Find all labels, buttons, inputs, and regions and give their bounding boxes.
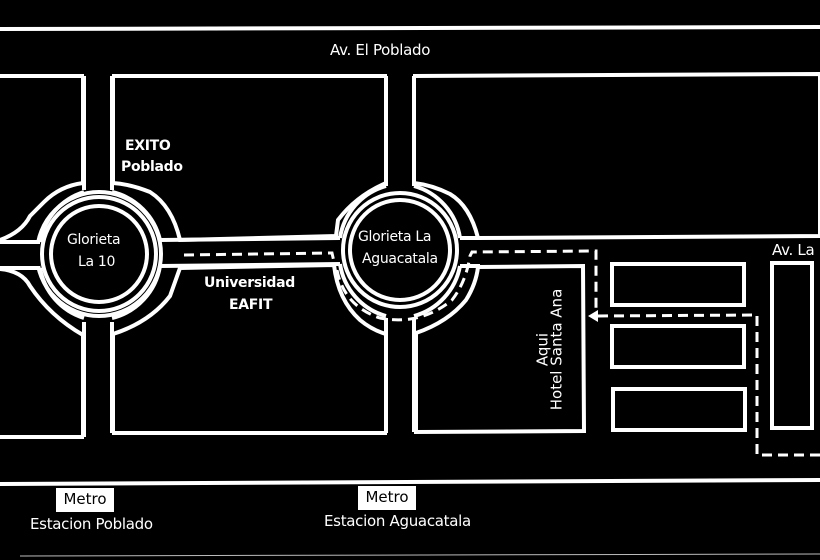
top-border-line (0, 25, 820, 31)
bottom-strip (19, 553, 820, 557)
block-left-upper (0, 74, 85, 242)
roundabout-la10-inner-ring (40, 195, 158, 313)
roundabout-aguacatala-label-line1: Glorieta La (358, 229, 432, 245)
route-path (183, 249, 820, 457)
metro-badge-poblado: Metro (56, 488, 114, 512)
eafit-label-line1: Universidad (204, 275, 295, 291)
arrow-left-icon (588, 310, 598, 322)
hotel-label-line2: Hotel Santa Ana (547, 288, 566, 411)
metro-station-aguacatala: Estacion Aguacatala (324, 512, 471, 530)
bottom-border-line (0, 478, 820, 486)
block-eafit (111, 262, 388, 435)
roundabout-aguacatala-inner-ring (341, 191, 459, 309)
block-small-1 (610, 262, 746, 307)
roundabout-la10-label-line2: La 10 (78, 254, 116, 270)
metro-station-poblado: Estacion Poblado (30, 515, 153, 533)
street-label-av-el-poblado: Av. El Poblado (330, 41, 431, 59)
block-right-upper (412, 71, 820, 241)
eafit-label-line2: EAFIT (229, 297, 273, 313)
block-left-lower (0, 267, 85, 439)
roundabout-aguacatala-label-line2: Aguacatala (362, 251, 438, 267)
block-small-2 (610, 324, 746, 369)
exito-label-line2: Poblado (121, 159, 183, 175)
metro-badge-aguacatala: Metro (358, 486, 416, 510)
roundabout-la10-island (49, 204, 149, 304)
block-tall (770, 261, 814, 430)
roundabout-aguacatala-island (348, 198, 452, 302)
street-label-av-la: Av. La (772, 241, 815, 259)
exito-label-line1: EXITO (125, 138, 171, 154)
block-small-3 (611, 387, 747, 432)
roundabout-la10-label-line1: Glorieta (67, 232, 121, 248)
